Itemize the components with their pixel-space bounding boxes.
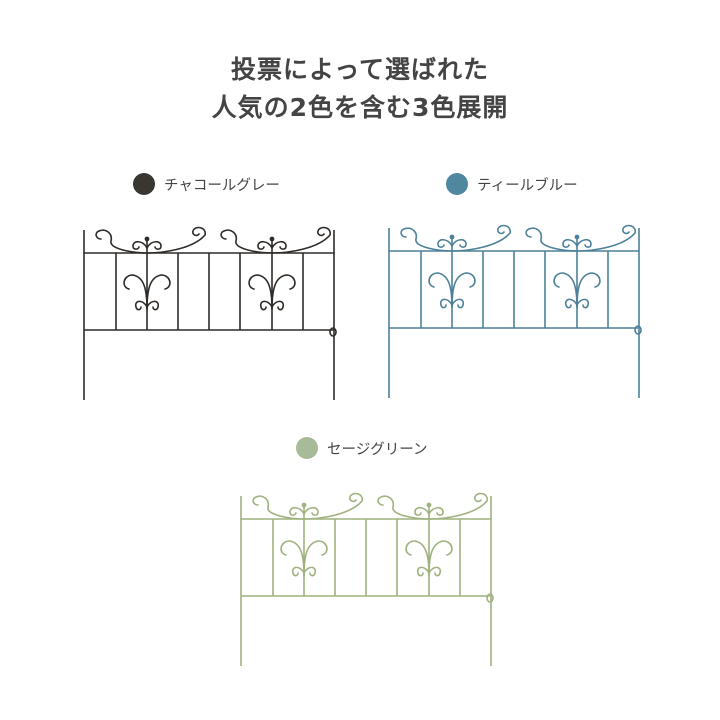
color-name: ティールブルー	[477, 177, 578, 194]
teal-swatch-icon	[446, 173, 468, 195]
heading-line-1: 投票によって選ばれた	[230, 55, 489, 84]
heading-line-2: 人気の2色を含む3色展開	[211, 93, 509, 122]
charcoal-swatch-icon	[133, 173, 155, 195]
sage-swatch-icon	[296, 437, 318, 459]
sage-fence-icon	[240, 483, 494, 669]
color-name: チャコールグレー	[164, 177, 280, 194]
color-label-charcoal: チャコールグレー	[133, 173, 280, 195]
color-name: セージグリーン	[327, 441, 428, 458]
color-label-sage: セージグリーン	[296, 437, 427, 459]
color-label-teal: ティールブルー	[446, 173, 578, 195]
teal-fence-icon	[388, 215, 642, 401]
charcoal-fence-icon	[83, 217, 337, 403]
